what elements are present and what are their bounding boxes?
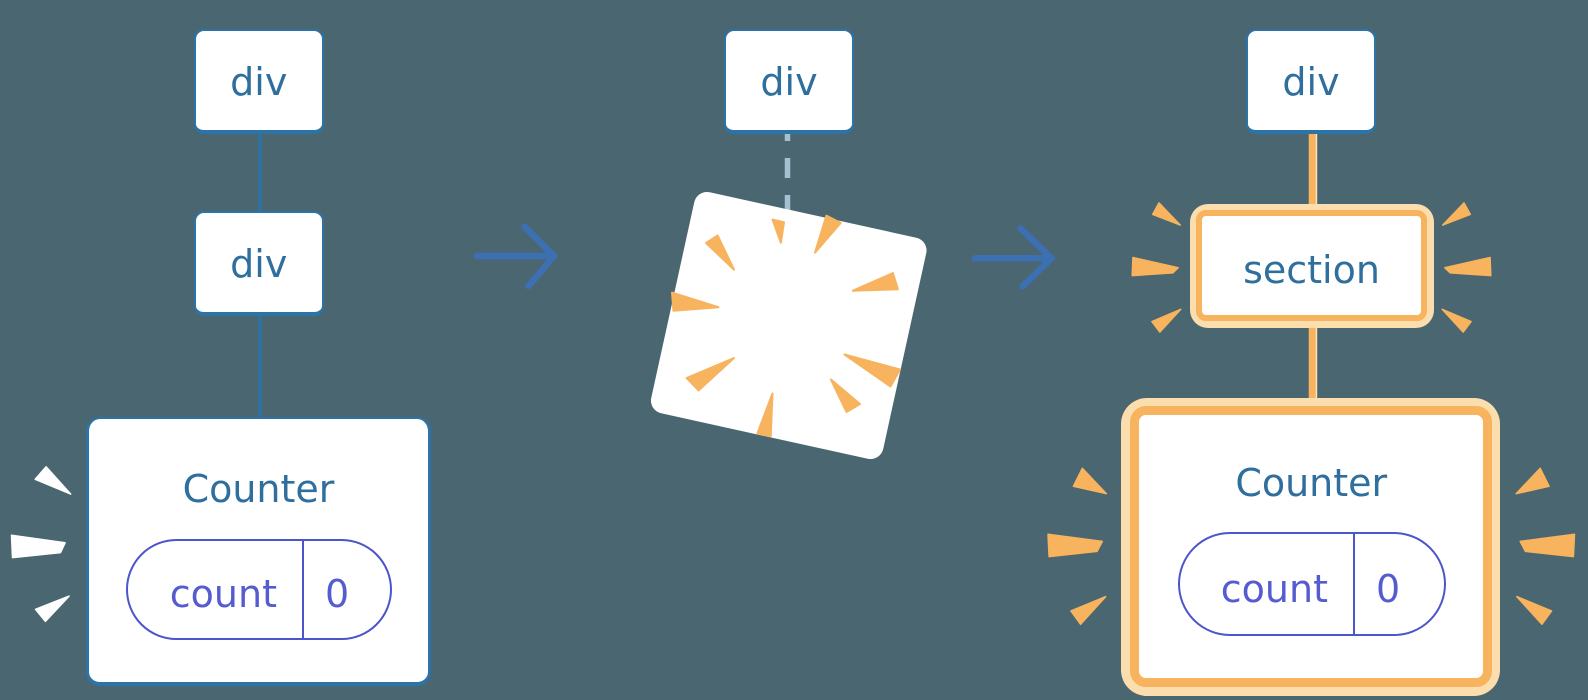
after-state-pill: count 0 bbox=[1178, 532, 1446, 636]
spark-wedge-icon bbox=[705, 234, 735, 271]
spark-wedge-icon bbox=[1516, 595, 1553, 626]
spark-wedge-icon bbox=[10, 534, 66, 559]
node-label: div bbox=[230, 60, 288, 105]
node-label: div bbox=[760, 60, 818, 105]
spark-wedge-icon bbox=[671, 291, 720, 312]
spark-wedge-icon bbox=[1070, 595, 1107, 626]
before-state-pill: count 0 bbox=[126, 539, 392, 640]
arrow-head bbox=[521, 223, 559, 290]
spark-wedge-icon bbox=[34, 466, 72, 495]
node-label: section bbox=[1243, 248, 1380, 293]
spark-wedge-icon bbox=[1441, 308, 1472, 333]
spark-wedge-icon bbox=[1519, 533, 1576, 558]
spark-orange-icon bbox=[1047, 467, 1576, 626]
before-counter-title: Counter bbox=[182, 467, 335, 511]
state-value: 0 bbox=[1353, 534, 1444, 634]
spark-wedge-icon bbox=[1131, 256, 1179, 277]
spark-wedge-icon bbox=[851, 272, 899, 292]
spark-wedge-icon bbox=[1151, 308, 1182, 333]
node-label: div bbox=[230, 242, 288, 287]
spark-wedge-icon bbox=[1047, 533, 1104, 558]
after-section-node: section bbox=[1189, 203, 1434, 328]
spark-wedge-icon bbox=[843, 353, 901, 388]
spark-wedge-icon bbox=[1072, 467, 1108, 495]
after-counter-title: Counter bbox=[1235, 461, 1388, 505]
before-child-div-node: div bbox=[193, 211, 324, 316]
spark-wedge-icon bbox=[1151, 202, 1182, 226]
spark-wedge-icon bbox=[756, 392, 774, 438]
state-key: count bbox=[169, 572, 277, 616]
poof-card bbox=[650, 191, 927, 460]
arrow-right-poof-to-after-icon bbox=[971, 225, 1057, 290]
section-node-inner: section bbox=[1195, 209, 1428, 322]
spark-wedge-icon bbox=[771, 218, 785, 244]
spark-wedge-icon bbox=[34, 595, 70, 623]
spark-orange-icon bbox=[1131, 202, 1492, 333]
state-key: count bbox=[1220, 566, 1328, 611]
spark-wedge-icon bbox=[1515, 467, 1550, 495]
spark-wedge-icon bbox=[1444, 256, 1492, 277]
arrow-head bbox=[1017, 225, 1057, 290]
node-label: div bbox=[1282, 60, 1340, 105]
spark-wedge-icon bbox=[829, 378, 861, 413]
after-root-div-node: div bbox=[1246, 28, 1376, 134]
state-value: 0 bbox=[302, 541, 390, 638]
poof-icon bbox=[650, 191, 927, 460]
poof-burst-icon bbox=[671, 214, 901, 438]
spark-wedge-icon bbox=[685, 357, 735, 392]
spark-wedge-icon bbox=[814, 214, 842, 254]
before-root-div-node: div bbox=[193, 28, 324, 134]
spark-white-icon bbox=[10, 466, 72, 623]
poof-root-div-node: div bbox=[724, 28, 854, 134]
spark-wedge-icon bbox=[1441, 202, 1472, 226]
arrow-right-before-poof-icon bbox=[473, 223, 559, 290]
